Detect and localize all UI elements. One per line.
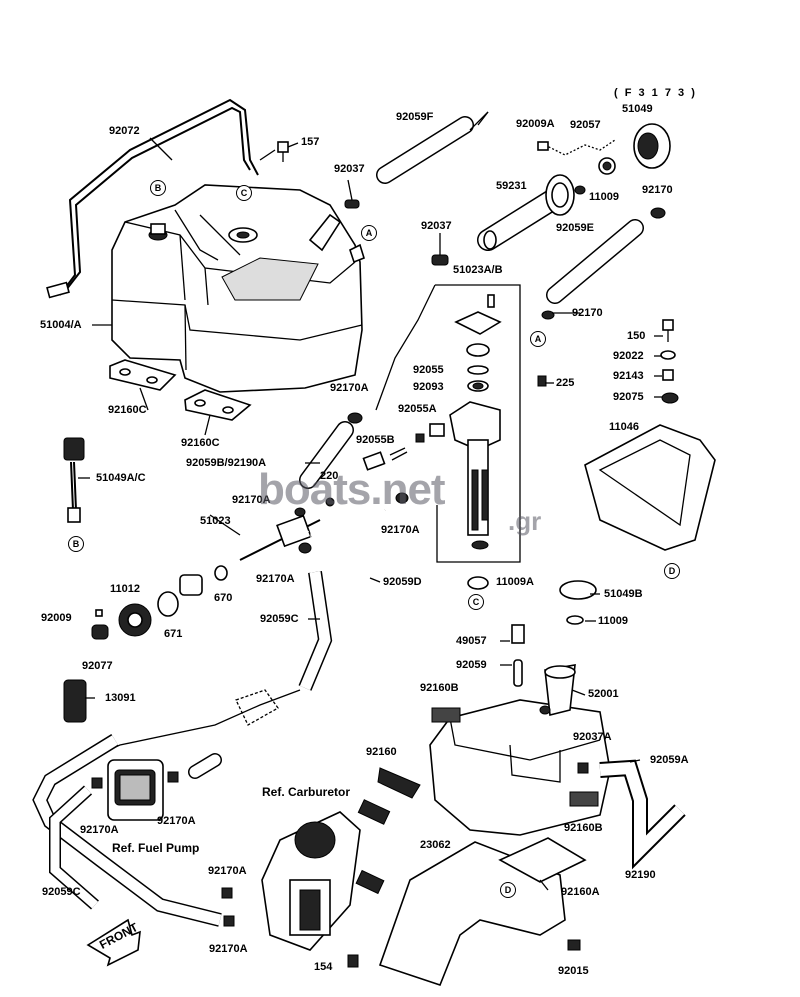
part-label-92160b-1: 92160B <box>420 682 459 694</box>
front-arrow-shape <box>86 918 141 967</box>
callout-b-gauge: B <box>68 536 84 552</box>
part-label-92170a-6: 92170A <box>157 815 196 827</box>
part-label-92059: 92059 <box>456 659 487 671</box>
part-label-92037a: 92037A <box>573 731 612 743</box>
part-label-92160b-2: 92160B <box>564 822 603 834</box>
callout-a-tank: A <box>361 225 377 241</box>
part-label-92059c-1: 92059C <box>260 613 299 625</box>
part-label-92055: 92055 <box>413 364 444 376</box>
part-label-92059a: 92059A <box>650 754 689 766</box>
part-label-92009a: 92009A <box>516 118 555 130</box>
part-label-92093: 92093 <box>413 381 444 393</box>
carburetor-ref <box>261 811 361 951</box>
part-label-11046: 11046 <box>609 421 639 433</box>
part-label-92190: 92190 <box>625 869 656 881</box>
part-label-92170a-4: 92170A <box>256 573 295 585</box>
ref-fuel-pump-label: Ref. Fuel Pump <box>112 841 200 855</box>
part-label-59231: 59231 <box>496 180 527 192</box>
part-label-92037: 92037 <box>334 163 365 175</box>
callout-c-top: C <box>236 185 252 201</box>
part-label-670: 670 <box>214 592 233 604</box>
part-label-51049b: 51049B <box>604 588 643 600</box>
part-label-92059e: 92059E <box>556 222 594 234</box>
part-label-11012: 11012 <box>110 583 140 595</box>
part-label-92170a-2: 92170A <box>232 494 271 506</box>
part-label-11009-b: 11009 <box>598 615 628 627</box>
watermark-tagline: marspare parts <box>283 526 364 540</box>
ref-carburetor-label: Ref. Carburetor <box>262 785 351 799</box>
part-label-11009a: 11009A <box>496 576 534 588</box>
part-label-92160a: 92160A <box>561 886 600 898</box>
part-label-11009-top: 11009 <box>589 191 619 203</box>
callout-d-bracket: D <box>664 563 680 579</box>
part-label-92170a-7: 92170A <box>208 865 247 877</box>
part-label-92160c-1: 92160C <box>108 404 147 416</box>
fuel-tank-51004 <box>111 184 365 393</box>
part-label-92059d: 92059D <box>383 576 422 588</box>
part-label-92059f: 92059F <box>396 111 434 123</box>
part-label-92143: 92143 <box>613 370 644 382</box>
part-label-92170a-5: 92170A <box>80 824 119 836</box>
callout-a-hose: A <box>530 331 546 347</box>
filler-neck-59231 <box>477 174 586 251</box>
part-label-92009: 92009 <box>41 612 72 624</box>
part-label-220: 220 <box>320 470 339 482</box>
part-label-51023: 51023 <box>200 515 231 527</box>
fuel-valve-51023ab <box>449 401 501 550</box>
part-label-51049ac: 51049A/C <box>96 472 146 484</box>
part-label-92037-b: 92037 <box>421 220 452 232</box>
part-label-92059b-92190a: 92059B/92190A <box>186 457 267 469</box>
callout-d-lower: D <box>500 882 516 898</box>
part-label-51004a: 51004/A <box>40 319 82 331</box>
part-label-92075: 92075 <box>613 391 644 403</box>
callout-b-top: B <box>150 180 166 196</box>
part-label-49057: 49057 <box>456 635 487 647</box>
strap-92072 <box>59 98 259 296</box>
part-label-92170-top: 92170 <box>642 184 673 196</box>
part-label-671: 671 <box>164 628 183 640</box>
part-label-92057: 92057 <box>570 119 601 131</box>
part-label-51049: 51049 <box>622 103 653 115</box>
diagram-code: ( F 3 1 7 3 ) <box>614 87 697 99</box>
part-label-23062: 23062 <box>420 839 451 851</box>
part-label-13091: 13091 <box>105 692 136 704</box>
part-label-92170a-3: 92170A <box>381 524 420 536</box>
part-label-92059c-2: 92059C <box>42 886 81 898</box>
watermark-suffix: .gr <box>508 506 542 536</box>
fuel-tank-lower <box>429 664 611 836</box>
part-label-92170a-8: 92170A <box>209 943 248 955</box>
part-label-92160: 92160 <box>366 746 397 758</box>
part-label-92170a-1: 92170A <box>330 382 369 394</box>
part-label-92015: 92015 <box>558 965 589 977</box>
part-label-92077: 92077 <box>82 660 113 672</box>
callout-c-valve: C <box>468 594 484 610</box>
part-label-92022: 92022 <box>613 350 644 362</box>
part-label-92055b: 92055B <box>356 434 395 446</box>
part-label-225: 225 <box>556 377 575 389</box>
part-label-92072: 92072 <box>109 125 140 137</box>
part-label-150: 150 <box>627 330 646 342</box>
part-label-52001: 52001 <box>588 688 619 700</box>
part-label-51023ab: 51023A/B <box>453 264 503 276</box>
watermark-brand: boats.net <box>258 465 446 514</box>
part-label-92160c-2: 92160C <box>181 437 220 449</box>
part-label-154: 154 <box>314 961 333 973</box>
part-label-92055a: 92055A <box>398 403 437 415</box>
part-label-157: 157 <box>301 136 320 148</box>
part-label-92170-mid: 92170 <box>572 307 603 319</box>
fuel-pump-ref <box>107 759 164 821</box>
